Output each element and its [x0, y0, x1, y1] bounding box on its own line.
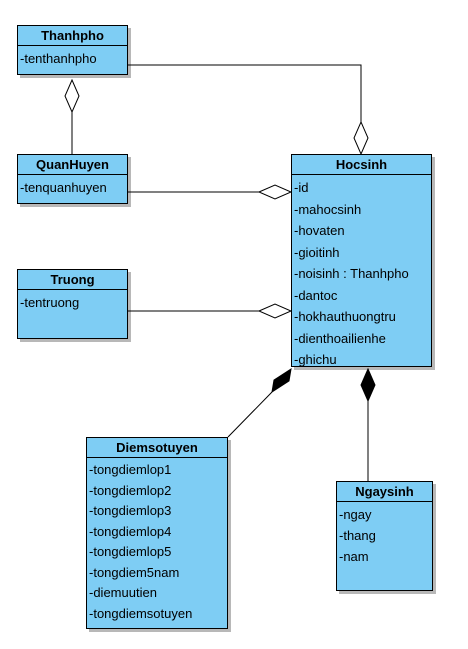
- attribute-tongdiemlop3: -tongdiemlop3: [89, 503, 172, 518]
- aggregation-diamond-hocsinh-left-2: [257, 303, 293, 319]
- aggregation-diamond-hocsinh-top: [353, 120, 369, 156]
- aggregation-diamond-thanhpho-bottom: [64, 78, 80, 114]
- attribute-list-truong: -tentruong: [18, 290, 127, 313]
- class-ngaysinh[interactable]: Ngaysinh -ngay -thang -nam: [336, 481, 433, 591]
- aggregation-diamond-hocsinh-left-1: [257, 184, 293, 200]
- attribute-thang: -thang: [339, 528, 376, 543]
- attribute-tongdiem5nam: -tongdiem5nam: [89, 564, 180, 580]
- class-name-hocsinh: Hocsinh: [292, 155, 431, 175]
- attribute-dienthoailienhe: -dienthoailienhe: [294, 330, 386, 346]
- attribute-list-quanhuyen: -tenquanhuyen: [18, 175, 127, 198]
- class-quanhuyen[interactable]: QuanHuyen -tenquanhuyen: [17, 154, 128, 204]
- class-name-thanhpho: Thanhpho: [18, 26, 127, 46]
- class-name-quanhuyen: QuanHuyen: [18, 155, 127, 175]
- attribute-nam: -nam: [339, 549, 369, 564]
- relation-line-diemsotuyen-hocsinh: [227, 391, 273, 438]
- class-thanhpho[interactable]: Thanhpho -tenthanhpho: [17, 25, 128, 75]
- attribute-tentruong: -tentruong: [20, 295, 80, 310]
- attribute-mahocsinh: -mahocsinh: [294, 201, 362, 217]
- attribute-tenthanhpho: -tenthanhpho: [20, 51, 97, 66]
- attribute-tongdiemlop1: -tongdiemlop1: [89, 462, 172, 477]
- attribute-list-diemsotuyen: -tongdiemlop1 -tongdiemlop2 -tongdiemlop…: [87, 458, 227, 624]
- attribute-noisinh: -noisinh : Thanhpho: [294, 266, 409, 281]
- class-name-diemsotuyen: Diemsotuyen: [87, 438, 227, 458]
- attribute-tongdiemlop4: -tongdiemlop4: [89, 523, 172, 539]
- attribute-tongdiemlop2: -tongdiemlop2: [89, 482, 172, 498]
- attribute-diemuutien: -diemuutien: [89, 585, 157, 600]
- class-hocsinh[interactable]: Hocsinh -id -mahocsinh -hovaten -gioitin…: [291, 154, 432, 367]
- attribute-gioitinh: -gioitinh: [294, 244, 340, 260]
- attribute-dantoc: -dantoc: [294, 287, 338, 303]
- attribute-ghichu: -ghichu: [294, 352, 337, 367]
- attribute-tenquanhuyen: -tenquanhuyen: [20, 180, 107, 195]
- attribute-tongdiemlop5: -tongdiemlop5: [89, 544, 172, 559]
- attribute-tongdiemsotuyen: -tongdiemsotuyen: [89, 605, 193, 621]
- attribute-list-hocsinh: -id -mahocsinh -hovaten -gioitinh -noisi…: [292, 175, 431, 371]
- attribute-list-ngaysinh: -ngay -thang -nam: [337, 502, 432, 567]
- attribute-hovaten: -hovaten: [294, 223, 345, 238]
- relation-line-thanhpho-hocsinh: [128, 64, 362, 122]
- attribute-id: -id: [294, 180, 309, 195]
- class-diemsotuyen[interactable]: Diemsotuyen -tongdiemlop1 -tongdiemlop2 …: [86, 437, 228, 629]
- attribute-hokhauthuongtru: -hokhauthuongtru: [294, 309, 396, 324]
- attribute-list-thanhpho: -tenthanhpho: [18, 46, 127, 69]
- composition-diamond-ngaysinh: [360, 367, 376, 403]
- class-name-ngaysinh: Ngaysinh: [337, 482, 432, 502]
- class-truong[interactable]: Truong -tentruong: [17, 269, 128, 339]
- attribute-ngay: -ngay: [339, 507, 372, 522]
- class-name-truong: Truong: [18, 270, 127, 290]
- composition-diamond-diemsotuyen: [271, 367, 292, 394]
